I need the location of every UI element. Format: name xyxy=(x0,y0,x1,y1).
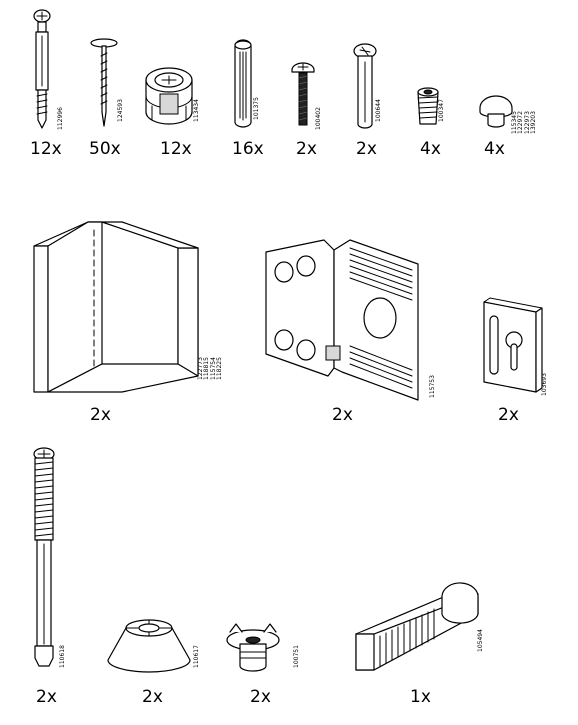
qty-angle-bracket: 2x xyxy=(332,405,353,425)
qty-barrel-pin: 2x xyxy=(356,139,377,159)
part-cam-bolt-dowel xyxy=(22,8,62,133)
code-cap: 115345 122972 122973 139203 xyxy=(511,111,537,134)
part-insert-nut xyxy=(414,86,442,130)
part-wood-dowel xyxy=(232,38,254,130)
code-long-bolt: 110618 xyxy=(59,645,66,668)
code-wedge: 105494 xyxy=(477,629,484,652)
cam-bolt-dowel-drawing xyxy=(33,9,51,129)
angle-bracket-drawing xyxy=(265,239,419,401)
code-nail: 124593 xyxy=(117,99,124,122)
cone-foot-drawing xyxy=(107,619,191,673)
insert-nut-drawing xyxy=(417,87,439,125)
part-corner-block xyxy=(30,216,210,396)
code-cam-bolt-dowel: 112996 xyxy=(57,107,64,130)
code-keyhole-plate: 103693 xyxy=(541,373,548,396)
code-cam-lock: 113434 xyxy=(193,99,200,122)
long-bolt-drawing xyxy=(33,447,55,667)
part-cap xyxy=(476,94,516,130)
qty-wedge: 1x xyxy=(410,687,431,707)
part-nail xyxy=(86,36,122,132)
qty-nail: 50x xyxy=(89,139,121,159)
cam-lock-drawing xyxy=(145,67,193,125)
part-barrel-pin xyxy=(352,42,378,132)
part-cam-lock xyxy=(142,66,196,130)
code-insert-nut: 100347 xyxy=(438,99,445,122)
keyhole-plate-drawing xyxy=(483,297,543,393)
code-angle-bracket: 115753 xyxy=(429,375,436,398)
code-cone-foot: 110617 xyxy=(193,645,200,668)
code-screw-dark: 100402 xyxy=(315,107,322,130)
code-wood-dowel: 101375 xyxy=(253,97,260,120)
qty-long-bolt: 2x xyxy=(36,687,57,707)
code-tee-nut: 100751 xyxy=(293,645,300,668)
part-angle-bracket xyxy=(262,236,432,404)
tee-nut-drawing xyxy=(226,623,280,672)
qty-cam-lock: 12x xyxy=(160,139,192,159)
qty-corner-block: 2x xyxy=(90,405,111,425)
qty-cap: 4x xyxy=(484,139,505,159)
qty-insert-nut: 4x xyxy=(420,139,441,159)
part-screw-dark xyxy=(289,60,317,130)
part-cone-foot xyxy=(104,616,194,676)
part-long-bolt xyxy=(26,446,62,672)
corner-block-drawing xyxy=(33,221,199,393)
cap-drawing xyxy=(479,95,513,128)
qty-screw-dark: 2x xyxy=(296,139,317,159)
code-barrel-pin: 100644 xyxy=(375,99,382,122)
code-corner-block: 122773 118815 115754 118225 xyxy=(197,357,223,380)
barrel-pin-drawing xyxy=(353,43,377,129)
qty-tee-nut: 2x xyxy=(250,687,271,707)
qty-cone-foot: 2x xyxy=(142,687,163,707)
wood-dowel-drawing xyxy=(234,39,252,128)
screw-dark-drawing xyxy=(291,62,315,126)
qty-keyhole-plate: 2x xyxy=(498,405,519,425)
part-tee-nut xyxy=(222,622,284,676)
wedge-drawing xyxy=(355,582,479,671)
nail-drawing xyxy=(90,38,118,127)
part-wedge xyxy=(350,582,490,676)
part-keyhole-plate xyxy=(478,296,550,396)
qty-wood-dowel: 16x xyxy=(232,139,264,159)
qty-cam-bolt-dowel: 12x xyxy=(30,139,62,159)
